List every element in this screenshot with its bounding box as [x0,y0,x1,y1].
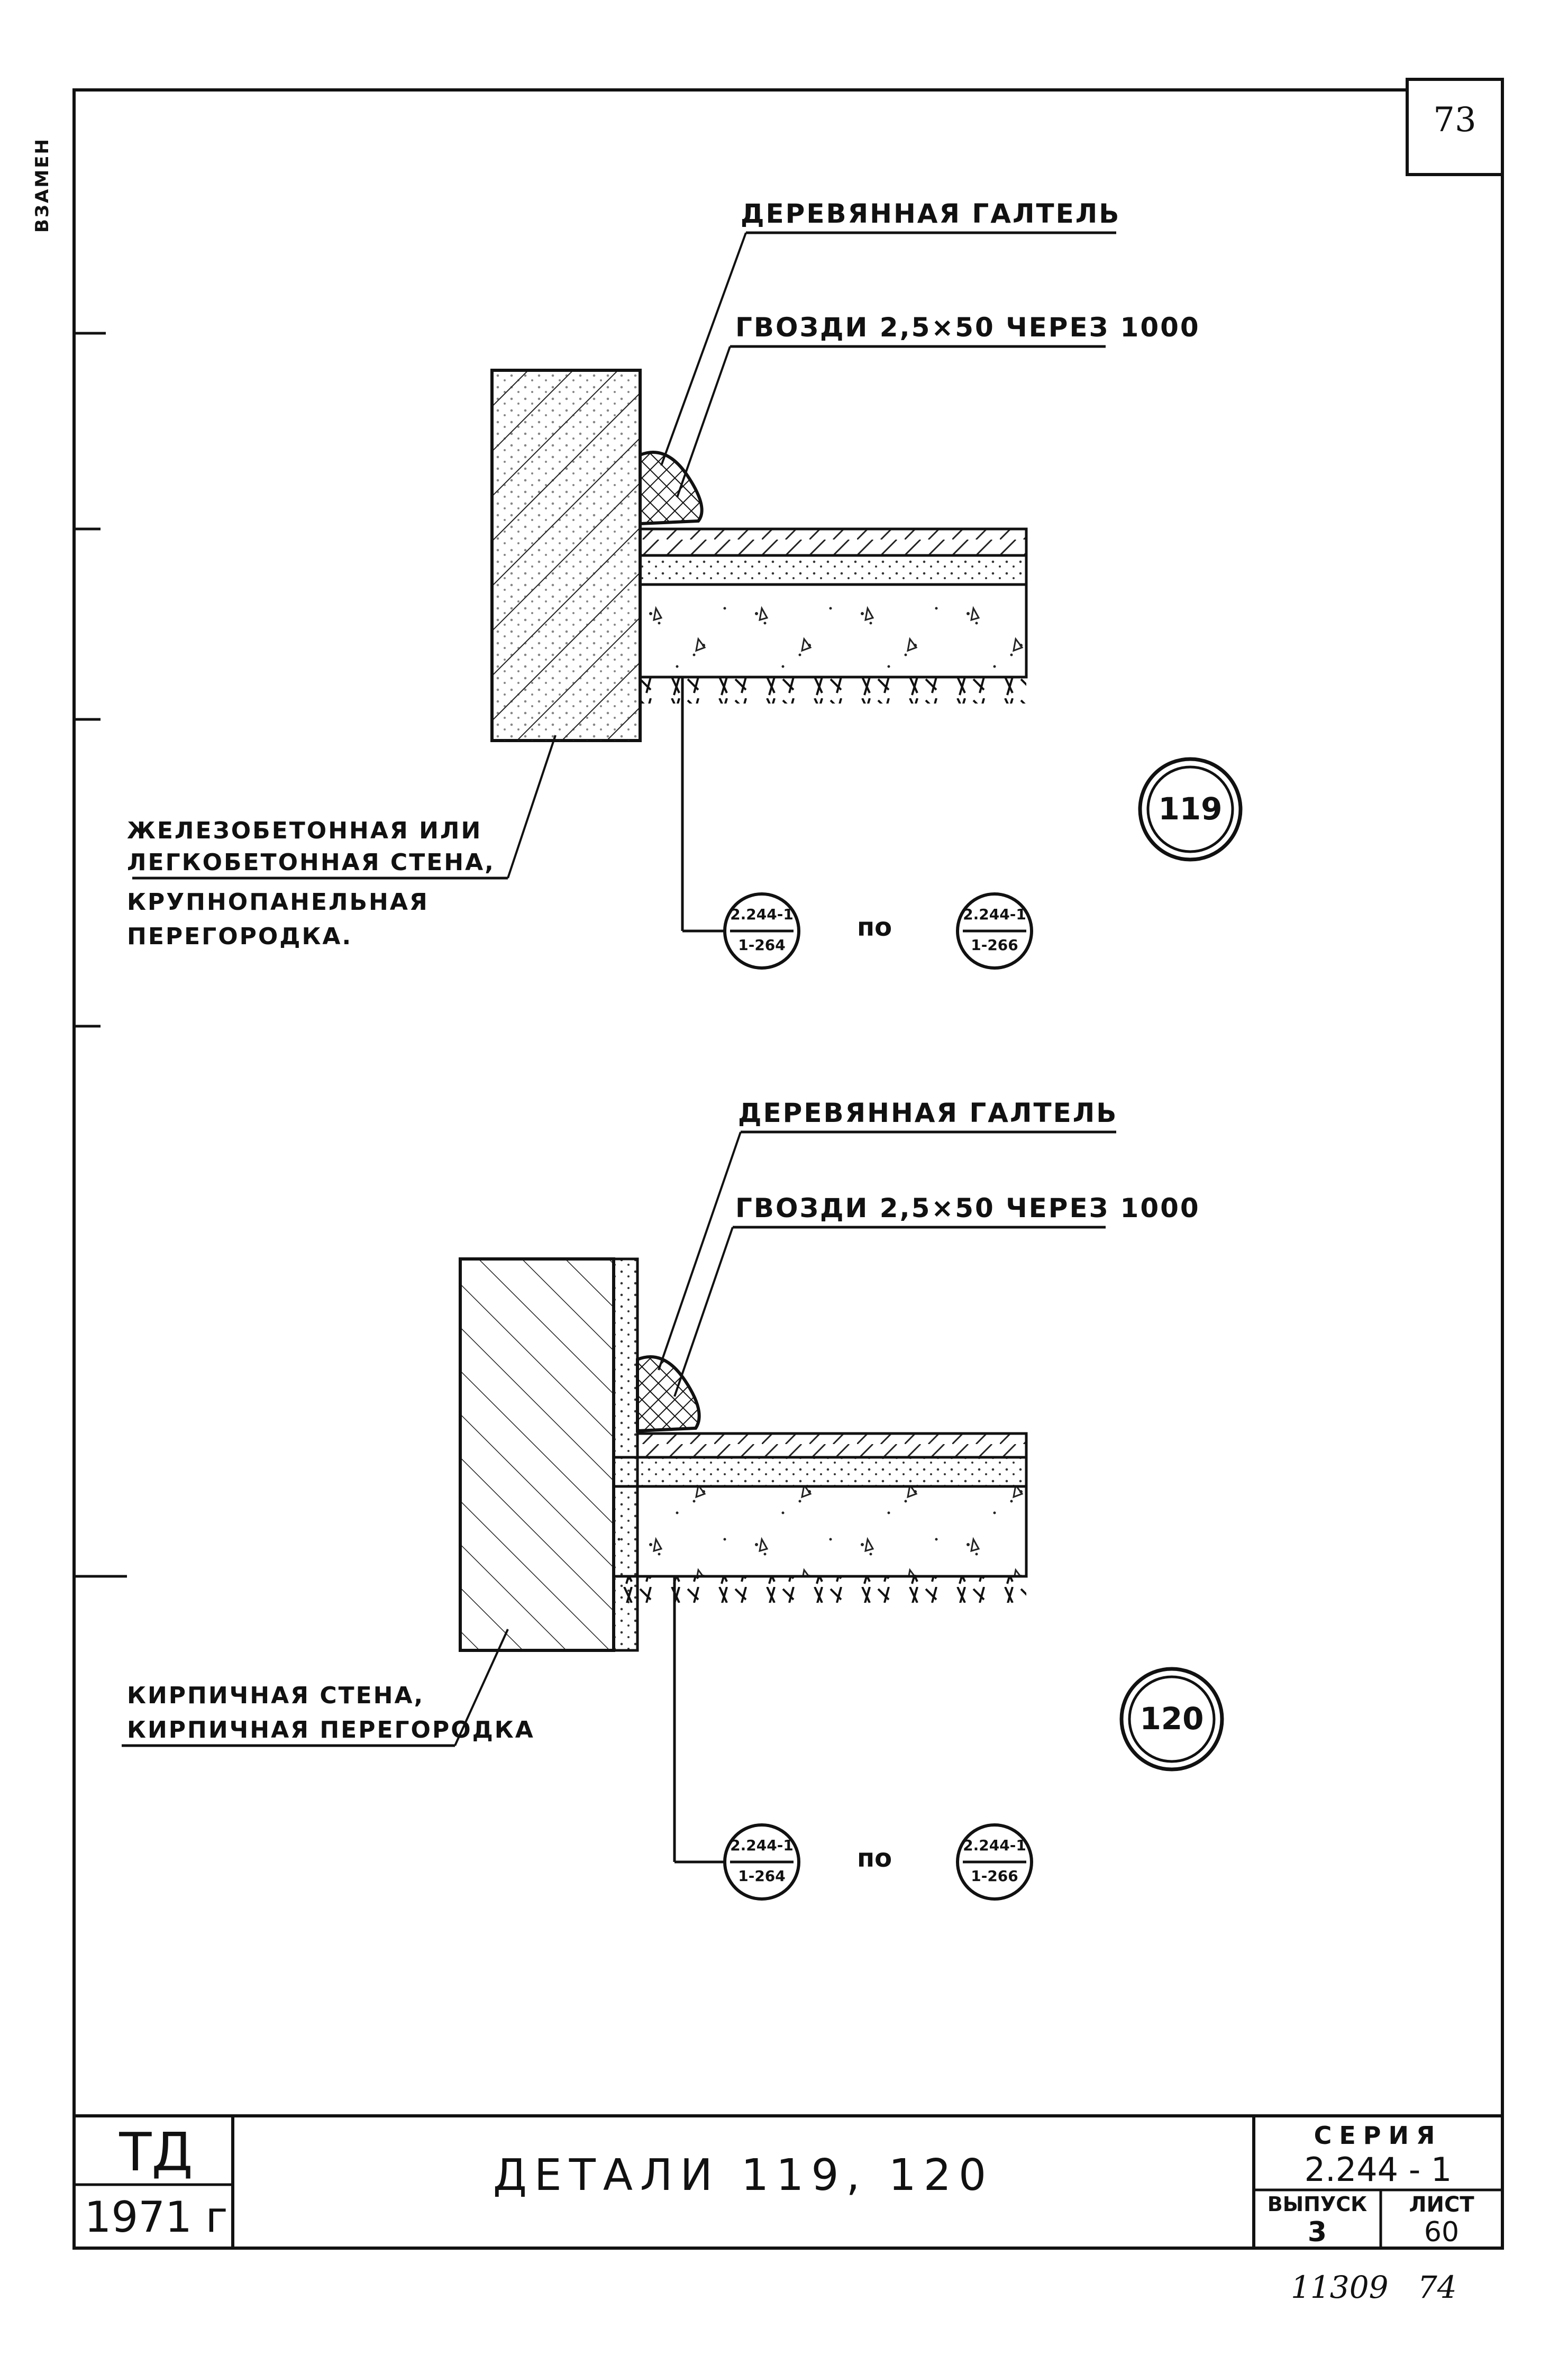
detail-120-soil [614,1576,1026,1603]
detail-119-ref-to-bottom: 1-266 [971,936,1018,954]
detail-120-fillet [636,1355,701,1433]
title-block-sheet-value: 60 [1424,2216,1460,2248]
detail-119-wall-label-3: КРУПНОПАНЕЛЬНАЯ [127,889,429,916]
title-block-issue-label: ВЫПУСК [1267,2193,1368,2216]
title-block-org: ТД [119,2121,193,2183]
detail-120-label-nails: ГВОЗДИ 2,5×50 ЧЕРЕЗ 1000 [735,1193,1200,1223]
detail-119-soil [640,677,1026,704]
detail-119-concrete [639,583,1028,679]
title-block-series-value: 2.244 - 1 [1304,2150,1452,2189]
detail-119-ref-to-circle [956,892,1033,970]
detail-119-section [132,231,1243,970]
detail-120-ref-to-circle [956,1823,1033,1901]
detail-119-screed [639,554,1028,586]
detail-120-ref-word: по [857,1843,892,1873]
detail-119-ref-word: по [857,912,892,942]
detail-120-wall [459,1257,615,1652]
detail-120-concrete [612,1485,1028,1578]
detail-119-ref-from-circle [723,892,800,970]
title-block [74,2114,1502,2248]
detail-119-floor-board [639,527,1028,557]
detail-119-ref-to-top: 2.244-1 [963,906,1026,923]
title-block-sheet-label: ЛИСТ [1409,2193,1474,2217]
sheet-frame [72,88,1504,2250]
detail-119-marker: 119 [1158,791,1223,827]
title-block-year: 1971 г [84,2193,228,2242]
detail-120-label-fillet: ДЕРЕВЯННАЯ ГАЛТЕЛЬ [738,1098,1118,1128]
binding-margin-ticks [74,332,127,1578]
detail-120-floor-board [636,1432,1028,1459]
detail-120-ref-to-top: 2.244-1 [963,1837,1026,1854]
detail-119-wall-label-4: ПЕРЕГОРОДКА. [127,923,353,950]
detail-120-ref-to-bottom: 1-266 [971,1867,1018,1885]
detail-120-section [122,1130,1224,1901]
detail-119-wall-label-1: ЖЕЛЕЗОБЕТОННАЯ ИЛИ [127,817,482,844]
detail-120-marker-circle [1119,1667,1224,1772]
detail-120-marker: 120 [1139,1701,1204,1737]
detail-119-label-nails: ГВОЗДИ 2,5×50 ЧЕРЕЗ 1000 [735,312,1200,343]
title-block-series-label: СЕРИЯ [1314,2121,1443,2150]
detail-119-label-fillet: ДЕРЕВЯННАЯ ГАЛТЕЛЬ [741,198,1121,229]
detail-119-ref-from-bottom: 1-264 [738,936,786,954]
detail-120-ref-from-circle [723,1823,800,1901]
detail-120-ref-from-top: 2.244-1 [730,1837,794,1854]
detail-119-ref-from-top: 2.244-1 [730,906,794,923]
sheet-number-box [1406,78,1504,176]
footer-note: 11309 74 [1291,2269,1457,2305]
detail-120-ref-from-bottom: 1-264 [738,1867,786,1885]
side-note: ВЗАМЕН [32,138,53,233]
detail-120-screed [612,1456,1028,1488]
detail-120-wall-label-1: КИРПИЧНАЯ СТЕНА, [127,1682,425,1709]
detail-119-marker-circle [1138,757,1243,862]
detail-120-wall-label-2: КИРПИЧНАЯ ПЕРЕГОРОДКА [127,1716,535,1743]
title-block-issue-value: 3 [1307,2216,1327,2248]
sheet-number: 73 [1433,101,1476,140]
title-block-title: ДЕТАЛИ 119, 120 [493,2150,994,2200]
detail-119-fillet [639,451,704,526]
detail-119-wall-label-2: ЛЕГКОБЕТОННАЯ СТЕНА, [127,849,495,876]
